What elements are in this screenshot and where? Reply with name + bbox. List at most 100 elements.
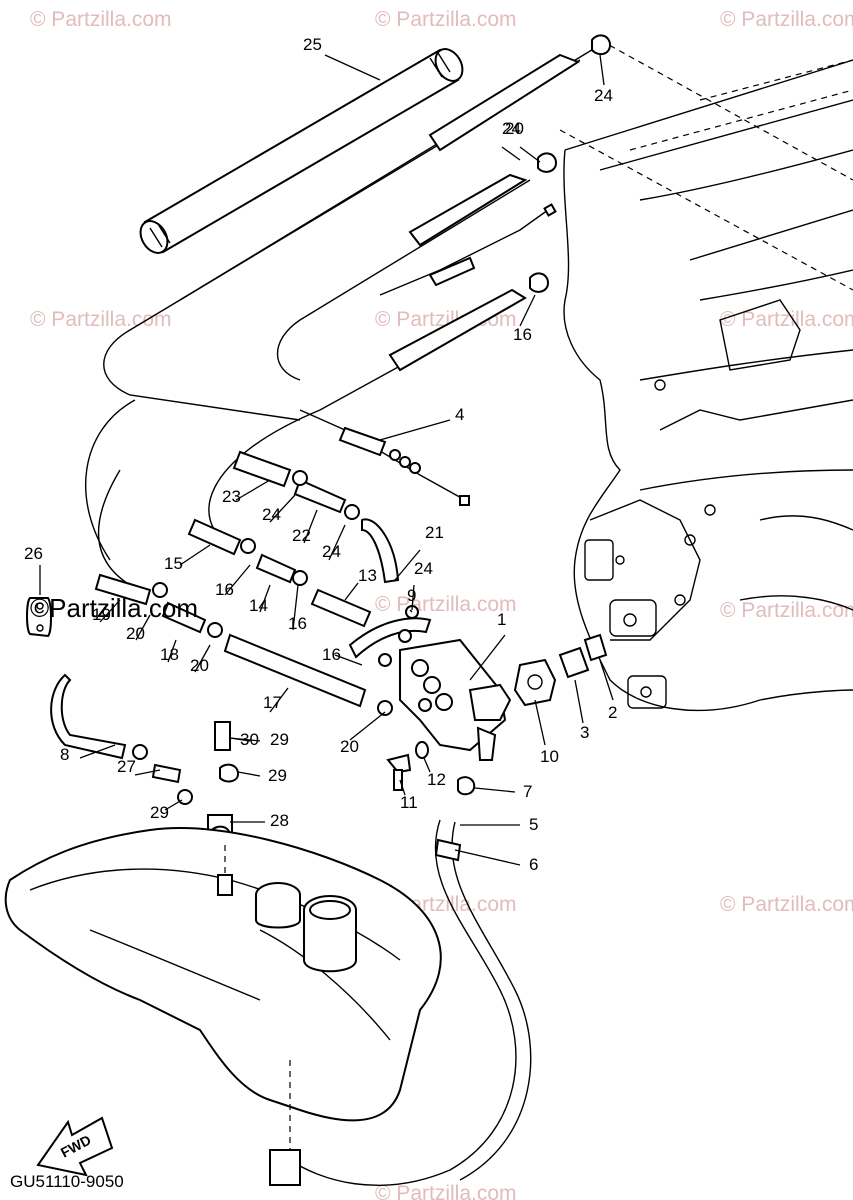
partzilla-watermark: © Partzilla.com (30, 8, 172, 31)
engine-block (559, 39, 853, 712)
leader-line (259, 584, 271, 613)
leader-line (454, 849, 521, 866)
leader-line (501, 146, 521, 161)
callout-20: 20 (505, 119, 524, 138)
leader-line (328, 524, 346, 561)
callout-7: 7 (523, 782, 532, 801)
fwd-arrow: FWD (36, 1116, 114, 1177)
leader-line (599, 659, 614, 701)
leader-line (599, 54, 605, 86)
leader-line (349, 711, 386, 741)
leader-line (399, 779, 406, 796)
leader-lines (39, 54, 614, 866)
callout-20: 20 (126, 624, 145, 643)
callout-24: 24 (262, 505, 281, 524)
leader-line (194, 644, 211, 673)
callout-24: 24 (322, 542, 341, 561)
callout-16: 16 (215, 580, 234, 599)
upper-hoses (388, 53, 581, 372)
callout-30: 30 (240, 730, 259, 749)
diagram-code: GU51110-9050 (10, 1172, 124, 1191)
leader-line (303, 509, 318, 544)
bracket-26 (26, 597, 52, 638)
partzilla-watermark: © Partzilla.com (720, 599, 853, 622)
callout-26: 26 (24, 544, 43, 563)
callout-6: 6 (529, 855, 538, 874)
partzilla-watermark: © Partzilla.com (375, 1182, 517, 1200)
callout-20: 20 (190, 656, 209, 675)
leader-line (344, 582, 359, 601)
leader-line (474, 787, 516, 793)
callout-15: 15 (164, 554, 183, 573)
leader-line (519, 294, 536, 327)
partzilla-watermark: © Partzilla.com (720, 8, 853, 31)
leader-line (574, 679, 584, 724)
partzilla-watermark-bold: ©Partzilla.com (30, 593, 198, 623)
leader-line (394, 549, 421, 581)
callout-10: 10 (540, 747, 559, 766)
callout-4: 4 (455, 405, 464, 424)
leader-line (269, 687, 289, 713)
callout-20: 20 (340, 737, 359, 756)
callout-29: 29 (270, 730, 289, 749)
callout-12: 12 (427, 770, 446, 789)
callout-24: 24 (414, 559, 433, 578)
leader-line (423, 757, 431, 773)
callout-14: 14 (249, 596, 268, 615)
oil-tank (4, 827, 442, 1186)
leader-line (324, 54, 381, 81)
callout-22: 22 (292, 526, 311, 545)
leader-line (224, 564, 251, 596)
leader-line (167, 639, 177, 663)
leader-line (235, 479, 271, 501)
leader-line (237, 771, 261, 777)
callout-18: 18 (160, 645, 179, 664)
leader-line (534, 699, 546, 746)
callout-29: 29 (268, 766, 287, 785)
return-hose (289, 819, 532, 1186)
partzilla-watermark: © Partzilla.com (375, 8, 517, 31)
leader-line (164, 799, 183, 811)
leader-line (99, 599, 121, 623)
callout-17: 17 (263, 693, 282, 712)
callout-3: 3 (580, 723, 589, 742)
callout-19: 19 (92, 605, 111, 624)
leader-line (269, 494, 296, 523)
callout-24: 24 (594, 86, 613, 105)
callout-25: 25 (303, 35, 322, 54)
fasteners (386, 741, 476, 796)
leader-line (379, 419, 451, 441)
callout-11: 11 (400, 793, 418, 812)
callout-1: 1 (497, 610, 506, 629)
callout-29: 29 (150, 803, 169, 822)
partzilla-watermark: © Partzilla.com (720, 893, 853, 916)
leader-line (519, 146, 541, 163)
partzilla-watermark: © Partzilla.com (720, 308, 853, 331)
leader-line (229, 737, 251, 742)
callout-21: 21 (425, 523, 444, 542)
top-clips (529, 34, 612, 293)
callout-labels: 1234567891011121314151616161617181920202… (24, 35, 617, 874)
callout-2: 2 (608, 703, 617, 722)
callout-28: 28 (270, 811, 289, 830)
throttle-cable (299, 203, 557, 506)
leader-line (79, 744, 116, 759)
leader-line (334, 654, 363, 666)
callout-27: 27 (117, 757, 136, 776)
fittings (151, 721, 240, 846)
small-clips (132, 470, 419, 805)
oil-pump (399, 633, 608, 761)
leader-line (134, 769, 161, 776)
leader-line (179, 544, 211, 566)
callout-9: 9 (407, 586, 416, 605)
callout-16: 16 (513, 325, 532, 344)
callout-16: 16 (322, 645, 341, 664)
callout-8: 8 (60, 745, 69, 764)
oil-pipe-25 (139, 48, 464, 254)
callout-23: 23 (222, 487, 241, 506)
partzilla-watermark: © Partzilla.com (375, 593, 517, 616)
leader-line (411, 584, 415, 611)
hose-cluster-left (50, 450, 432, 760)
